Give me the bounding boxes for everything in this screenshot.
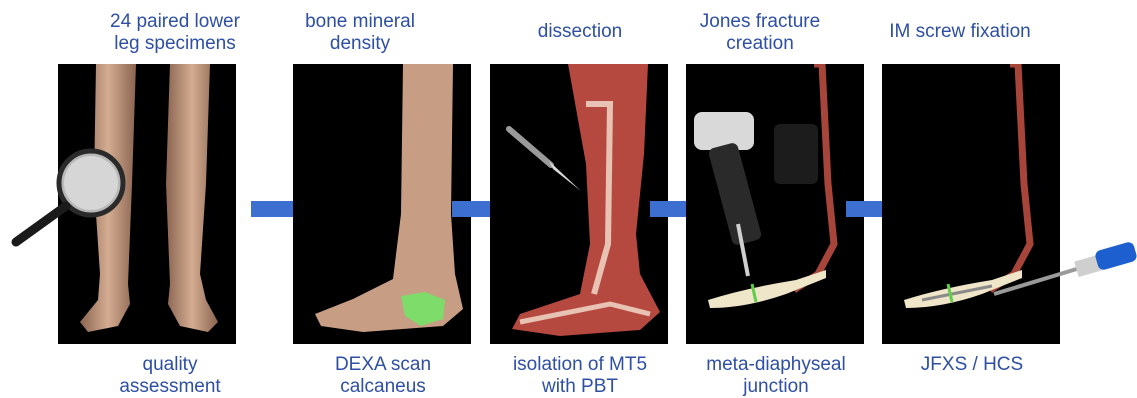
- step3-top-label: dissection: [490, 21, 670, 43]
- magnifier-icon: [8, 148, 128, 248]
- foot: [315, 64, 463, 332]
- right-leg: [166, 64, 218, 332]
- panel-fixation: [882, 64, 1060, 344]
- scalpel-icon: [505, 125, 585, 195]
- step5-top-label: IM screw fixation: [870, 21, 1050, 43]
- drill-icon: [690, 104, 830, 284]
- step5-bottom-label: JFXS / HCS: [882, 354, 1062, 376]
- panel-dissection: [490, 64, 668, 344]
- screwdriver-icon: [990, 240, 1137, 300]
- panel-dexa: [293, 64, 471, 344]
